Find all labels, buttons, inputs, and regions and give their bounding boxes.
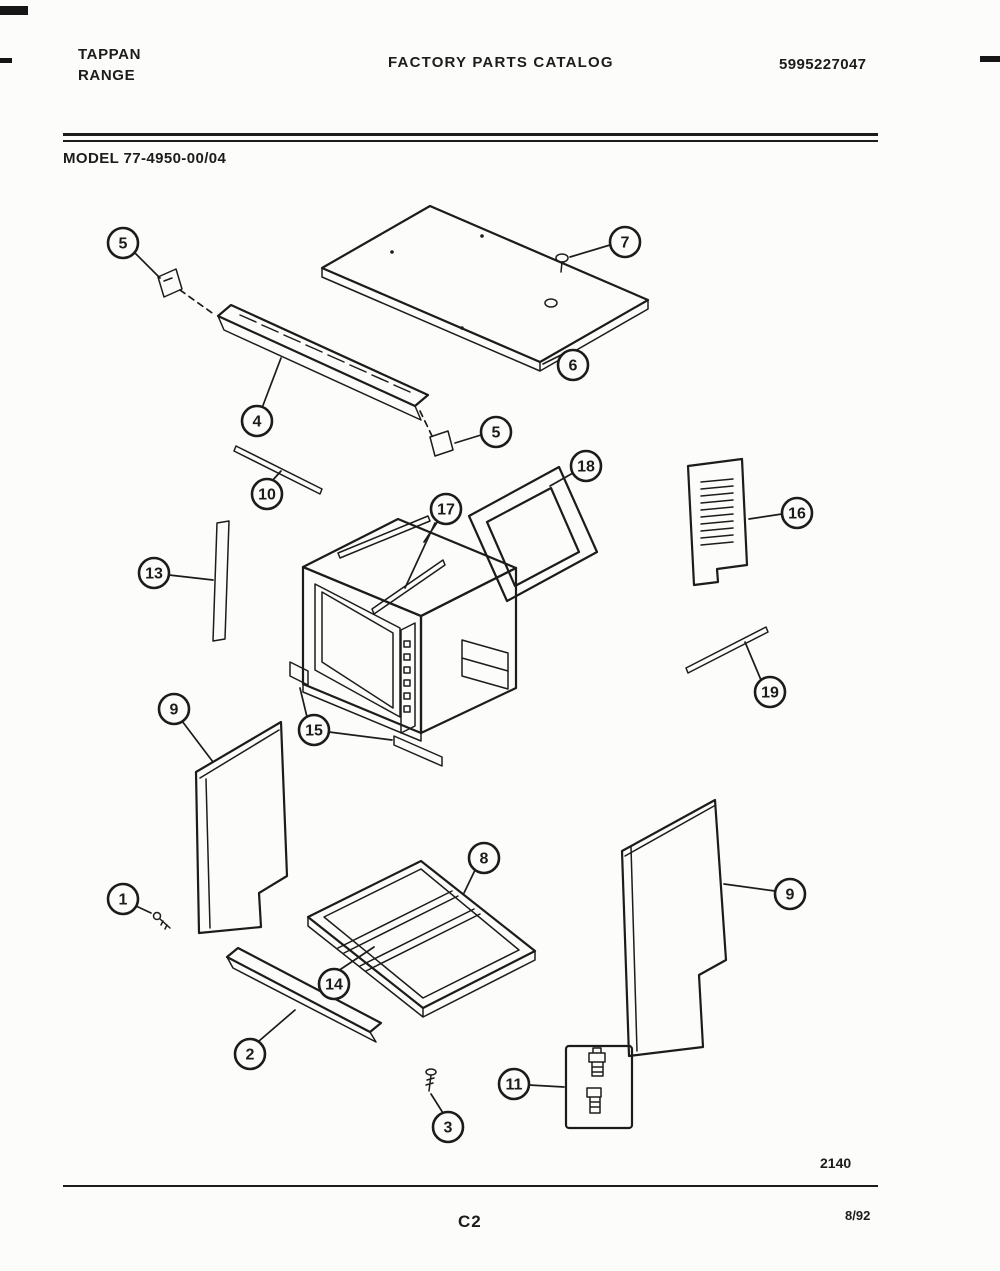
svg-text:19: 19 (761, 685, 779, 702)
oven-body-part (289, 517, 518, 767)
svg-text:18: 18 (577, 459, 595, 476)
svg-text:9: 9 (170, 702, 179, 719)
vent-panel-part (686, 457, 749, 587)
scan-artifact (0, 58, 12, 63)
brand-name-line2: RANGE (78, 67, 136, 84)
svg-text:10: 10 (258, 487, 276, 504)
footer-rule (63, 1185, 878, 1187)
callout-19: 19 (753, 675, 787, 709)
callout-6: 6 (556, 348, 590, 382)
callout-7: 7 (608, 225, 642, 259)
publication-number: 5995227047 (779, 56, 867, 73)
svg-text:6: 6 (569, 358, 578, 375)
callout-4: 4 (240, 404, 274, 438)
scan-artifact (980, 56, 1000, 62)
svg-text:4: 4 (253, 414, 262, 431)
screw-small-center-part (425, 1068, 437, 1092)
rear-rod-part (685, 626, 769, 674)
terminal-detail-box-part (564, 1044, 634, 1130)
base-frame-part (306, 859, 537, 1018)
callout-16: 16 (780, 496, 814, 530)
callout-5: 5 (479, 415, 513, 449)
svg-text:7: 7 (621, 235, 630, 252)
callout-10: 10 (250, 477, 284, 511)
header-rule-bottom (63, 140, 878, 142)
callout-11: 11 (497, 1067, 531, 1101)
callout-17: 17 (429, 492, 463, 526)
backguard-trim-part (216, 303, 430, 421)
callout-14: 14 (317, 967, 351, 1001)
callout-13: 13 (137, 556, 171, 590)
svg-text:2: 2 (246, 1047, 255, 1064)
oven-rods-part (337, 515, 446, 615)
svg-text:5: 5 (119, 236, 128, 253)
end-clip-left-part (157, 268, 216, 316)
main-top-panel-part (320, 204, 650, 372)
scan-artifact (0, 6, 28, 15)
page-label: C2 (458, 1212, 482, 1231)
top-screw-part (555, 253, 569, 273)
callout-1: 1 (106, 882, 140, 916)
side-panel-right-part (620, 798, 728, 1058)
svg-text:17: 17 (437, 502, 455, 519)
model-number: MODEL 77-4950-00/04 (63, 150, 227, 167)
side-strip-part (212, 520, 230, 642)
svg-text:5: 5 (492, 425, 501, 442)
callout-8: 8 (467, 841, 501, 875)
svg-text:9: 9 (786, 887, 795, 904)
svg-text:3: 3 (444, 1120, 453, 1137)
callout-3: 3 (431, 1110, 465, 1144)
leader-lines (133, 244, 783, 1114)
svg-text:8: 8 (480, 851, 489, 868)
svg-text:11: 11 (506, 1077, 523, 1094)
screw-small-left-part (152, 911, 171, 930)
catalog-title: FACTORY PARTS CATALOG (388, 54, 614, 71)
svg-text:1: 1 (119, 892, 128, 909)
callout-9: 9 (773, 877, 807, 911)
date-code: 8/92 (845, 1208, 871, 1223)
brand-name: TAPPAN (78, 46, 142, 63)
end-clip-right-part (419, 410, 454, 457)
callout-18: 18 (569, 449, 603, 483)
svg-text:13: 13 (145, 566, 163, 583)
svg-text:15: 15 (305, 723, 323, 740)
callout-9: 9 (157, 692, 191, 726)
callout-5: 5 (106, 226, 140, 260)
header-rule-top (63, 133, 878, 136)
front-trim-part (225, 946, 383, 1043)
callout-2: 2 (233, 1037, 267, 1071)
side-panel-left-part (194, 720, 289, 935)
svg-text:14: 14 (325, 977, 343, 994)
callout-15: 15 (297, 713, 331, 747)
trim-rod-part (233, 445, 323, 495)
figure-number: 2140 (820, 1155, 852, 1171)
svg-text:16: 16 (788, 506, 806, 523)
